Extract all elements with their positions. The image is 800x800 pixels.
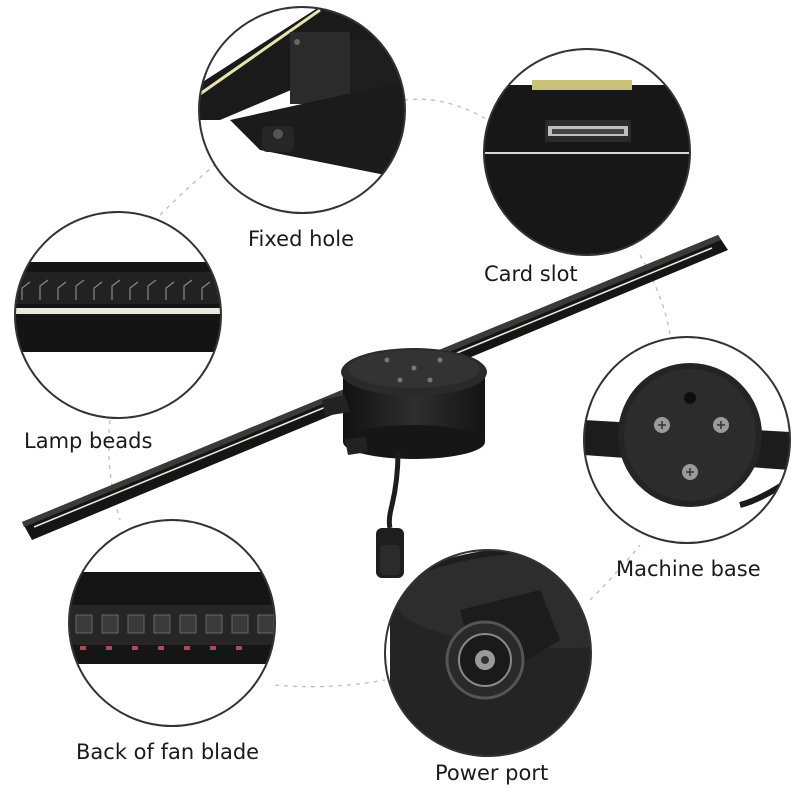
- detail-back-of-fan-blade: [68, 519, 276, 727]
- detail-card-slot: [483, 48, 691, 256]
- detail-machine-base: [583, 336, 791, 544]
- detail-fixed-hole: [198, 6, 406, 214]
- motor-hub: [322, 348, 487, 459]
- connector-machine-base: [108, 419, 121, 521]
- power-cable: [376, 451, 404, 578]
- connector-fixed-hole: [403, 98, 489, 121]
- label-power-port: Power port: [435, 761, 549, 785]
- connector-card-slot: [639, 254, 671, 336]
- detail-lamp-beads: [14, 211, 222, 419]
- label-fixed-hole: Fixed hole: [248, 227, 355, 251]
- connector-lamp-beads: [159, 164, 216, 216]
- connector-power-port: [589, 544, 641, 601]
- connector-back-blade: [274, 679, 386, 688]
- connector-lines: [108, 98, 671, 688]
- label-back-of-fan-blade: Back of fan blade: [76, 740, 260, 764]
- label-machine-base: Machine base: [616, 557, 761, 581]
- label-card-slot: Card slot: [484, 262, 578, 286]
- detail-power-port: [384, 549, 592, 757]
- label-lamp-beads: Lamp beads: [24, 429, 153, 453]
